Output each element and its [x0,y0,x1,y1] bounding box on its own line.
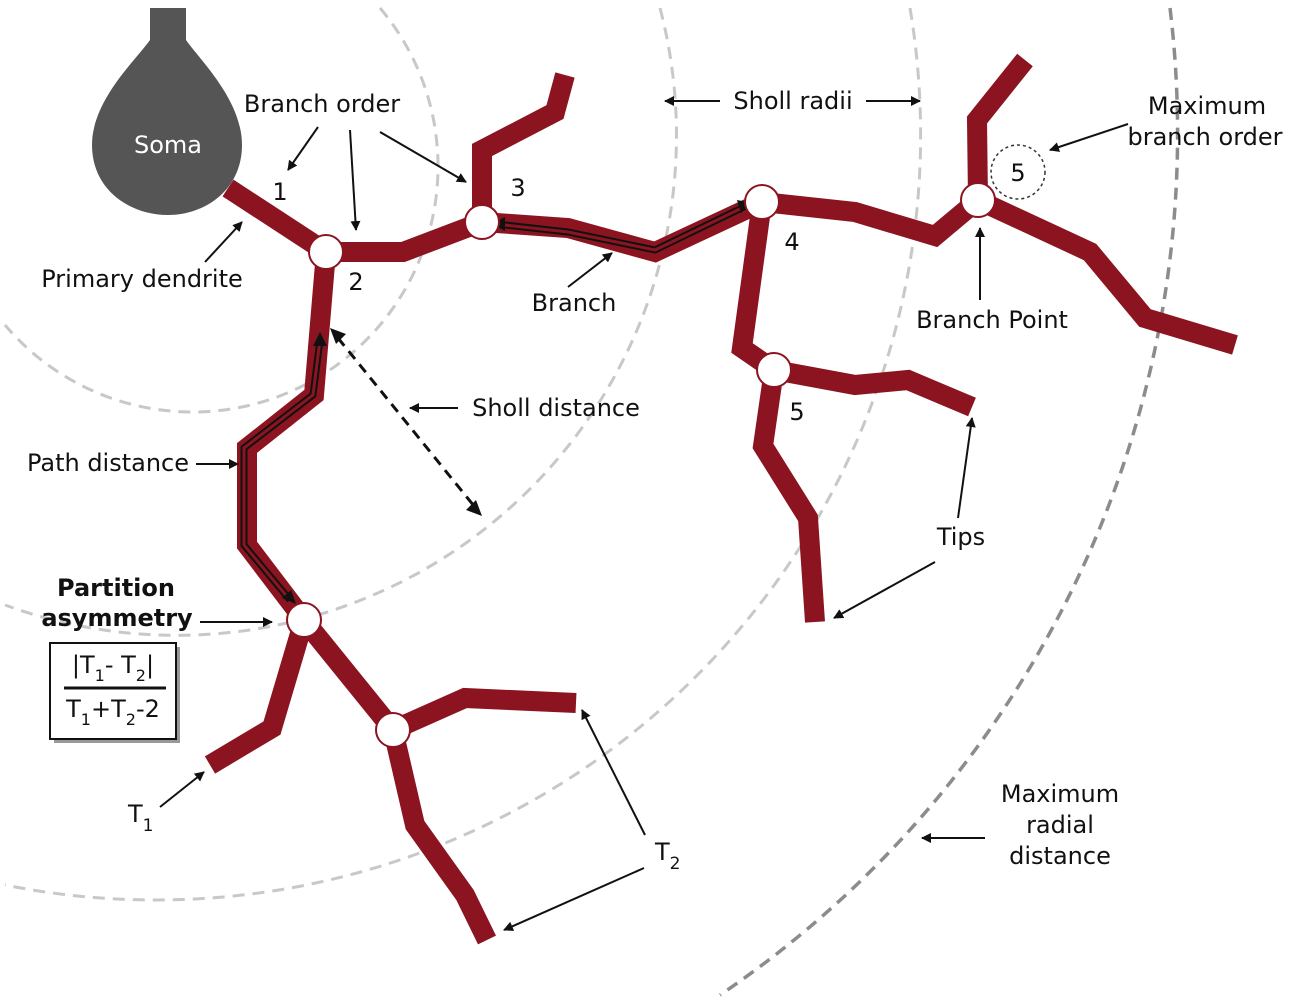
arrow-branch-order-2 [349,129,361,231]
arrow-branch-order-3 [379,131,467,183]
label-t2-sub: 2 [670,854,681,874]
formula-denominator: T1+T2-2 [65,695,160,729]
path-arrowhead-down [282,590,296,604]
dendritic-tree [204,53,1238,945]
arrow-t2-lower [503,867,645,931]
dendrite-seg-4-right [760,192,985,248]
label-t1: T1 [127,800,154,836]
dendrite-branch-5-right [973,190,1238,355]
formula-box [49,642,177,740]
sholl-circle-2 [4,7,678,637]
arrow-primary-dendrite [204,221,243,263]
max-branch-order-marker [990,144,1046,200]
label-partition: Partition [57,574,175,602]
formula-numerator: |T1- T2| [72,651,154,685]
label-t1-sub: 1 [143,816,154,836]
arrow-tips-lower [833,561,936,619]
label-max-radial-1: Maximum [1001,780,1119,808]
annotation-arrows [159,96,1129,931]
branch-order-5-max: 5 [1010,159,1025,187]
branch-order-2: 2 [348,268,363,296]
primary-dendrite [222,179,332,261]
label-sholl-radii: Sholl radii [733,87,852,115]
branch-trace [492,200,752,254]
arrow-branch-order-1 [287,126,319,171]
branch-point-5-upper [960,182,996,218]
path-distance-inner [242,339,322,601]
dendrite-branch-5-lower-right [772,360,976,417]
branch-point-2 [308,234,344,270]
branch-order-3: 3 [510,174,525,202]
branch-points [286,182,996,748]
arrow-t2-upper [581,709,646,836]
soma-label: Soma [134,131,202,159]
label-branch-point: Branch Point [916,306,1068,334]
branch-point-3 [464,204,500,240]
partition-formula: |T1- T2| T1+T2-2 [49,642,180,743]
label-tips: Tips [936,523,985,551]
max-radial-circle [719,7,1180,997]
dendrite-seg-to-lower-node [296,613,401,737]
label-t1-letter: T [127,800,143,828]
arrow-max-branch-order [1049,123,1129,152]
dendrite-t2-lower [383,727,496,945]
sholl-distance-arrow [330,328,482,516]
label-sholl-distance: Sholl distance [472,394,640,422]
arrow-branch [567,252,613,288]
soma-shape [92,8,242,215]
branch-order-4: 4 [784,228,799,256]
label-asymmetry: asymmetry [41,604,193,632]
sholl-circle-1 [3,7,440,414]
branch-order-5-lower: 5 [789,398,804,426]
path-distance-trace [240,332,327,604]
branch-point-t2 [375,712,411,748]
label-max-branch-order-1: Maximum [1148,92,1266,120]
dendrite-branch-5-up [966,53,1033,201]
label-primary-dendrite: Primary dendrite [41,265,243,293]
branch-trace-inner [495,204,747,252]
label-max-radial-2: radial [1026,811,1094,839]
dendrite-seg-2-3 [326,212,486,262]
dendrite-t1-branch [204,617,314,774]
label-max-branch-order-2: branch order [1127,123,1282,151]
path-arrowhead-up [313,332,327,346]
dendrite-t2-upper [388,687,577,740]
dendrite-branch-3-up [472,72,575,222]
label-branch: Branch [532,289,617,317]
branch-point-partition [286,602,322,638]
arrow-t1 [159,771,205,808]
label-max-radial-3: distance [1009,842,1111,870]
dendrite-branch-4-down [731,200,780,379]
label-path-distance: Path distance [27,449,189,477]
branch-point-5-lower [756,352,792,388]
dendrite-branch-5-lower-down [752,368,825,623]
label-t2: T2 [654,838,681,874]
label-t2-letter: T [654,838,670,866]
arrow-tips-upper [957,417,976,519]
branch-order-1: 1 [272,178,287,206]
branch-point-4 [744,184,780,220]
label-branch-order: Branch order [244,90,400,118]
